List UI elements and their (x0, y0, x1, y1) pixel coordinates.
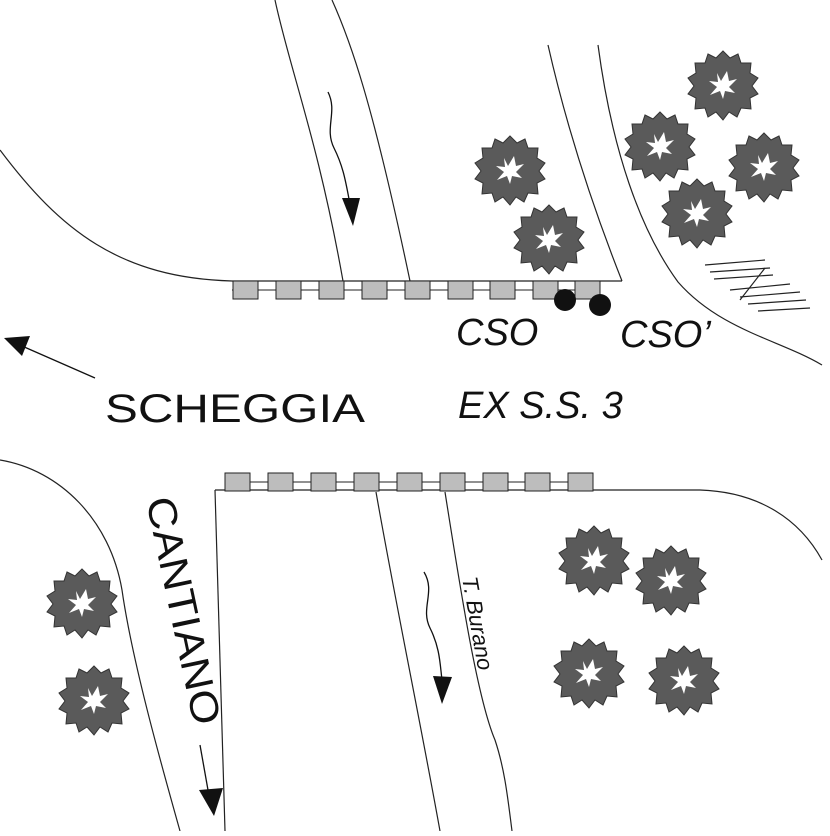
road-label: EX S.S. 3 (458, 385, 623, 427)
bridge-block (318, 280, 345, 300)
bridge-lower (224, 472, 594, 492)
tree-icon (648, 645, 720, 716)
bridge-block (447, 280, 474, 300)
bridge-block (310, 472, 337, 492)
bridge-block (224, 472, 251, 492)
bridge-upper (232, 280, 601, 300)
road-edge-upper (0, 149, 622, 282)
tree-icon (624, 111, 696, 182)
bridge-block (567, 472, 594, 492)
tree-icon (58, 665, 130, 736)
river-label-cantiano: CANTIANO (137, 493, 228, 729)
bridge-block (482, 472, 509, 492)
tree-icon (635, 545, 707, 616)
town-label: SCHEGGIA (105, 387, 365, 431)
river-bank-cantiano-lower-left (214, 489, 226, 832)
tree-icon (513, 204, 585, 275)
tree-icon (474, 135, 546, 206)
road-edge-lower (0, 459, 181, 832)
bridge-block (439, 472, 466, 492)
station-label-cso-prime: CSO’ (620, 314, 711, 356)
bridge-block (524, 472, 551, 492)
bridge-block (574, 280, 601, 300)
flow-arrow-cantiano (199, 744, 223, 816)
tree-icon (687, 50, 759, 121)
road-edge-lower-right (215, 489, 823, 561)
bridge-block (489, 280, 516, 300)
bridge-block (353, 472, 380, 492)
bridge-block (275, 280, 302, 300)
river-bank-cantiano-upper-right (597, 44, 823, 366)
river-label-burano: T. Burano (457, 575, 498, 672)
direction-arrow-scheggia (4, 336, 96, 379)
tree-icon (553, 638, 625, 709)
tree-icon (661, 178, 733, 249)
flow-arrow-upper (327, 91, 360, 226)
tree-icon (46, 568, 118, 639)
river-bank-burano-upper-right (331, 0, 411, 282)
tree-icon (558, 525, 630, 596)
bridge-block (532, 280, 559, 300)
river-bank-burano-lower-right (444, 491, 513, 832)
flow-arrow-lower (423, 571, 452, 704)
sampling-point-icon (554, 289, 576, 311)
bridge-block (361, 280, 388, 300)
river-bank-cantiano-lower-right (375, 491, 441, 832)
bridge-block (232, 280, 259, 300)
hatched-structure (704, 259, 811, 312)
river-bank-cantiano-upper-left (547, 44, 623, 282)
bridge-block (267, 472, 294, 492)
station-label-cso: CSO (456, 312, 538, 354)
bridge-block (404, 280, 431, 300)
bridge-block (396, 472, 423, 492)
river-bank-burano-upper-left (274, 0, 344, 282)
sampling-point-icon (589, 294, 611, 316)
tree-icon (728, 132, 800, 203)
